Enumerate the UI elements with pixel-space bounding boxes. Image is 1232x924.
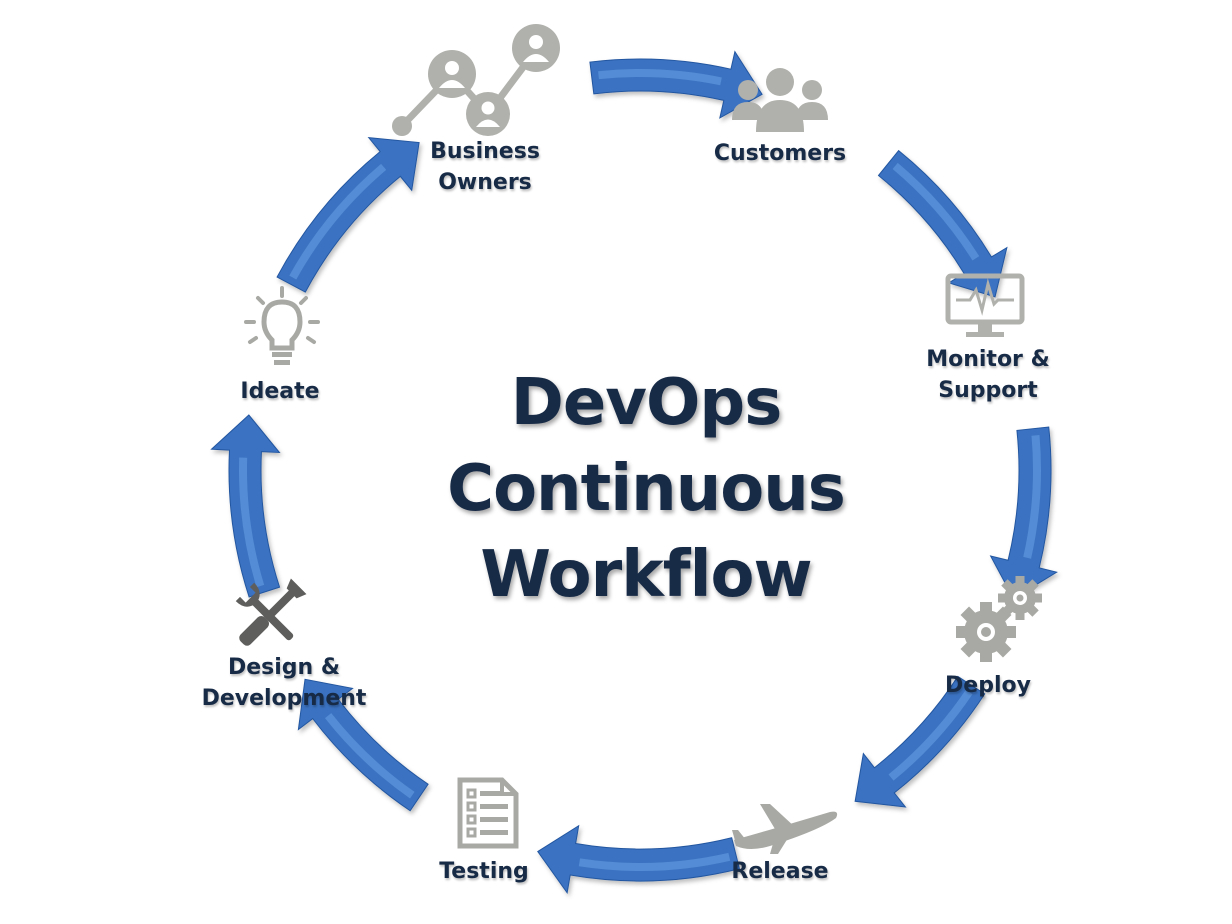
node-business-owners-line-1: Business <box>430 139 540 164</box>
arrow-monitor-to-deploy <box>989 426 1058 600</box>
node-design-development-line-2: Development <box>201 686 367 711</box>
arrow-customers-to-monitor <box>877 149 1008 298</box>
arrow-release-to-testing <box>537 824 741 895</box>
people-group-icon <box>730 64 830 134</box>
node-release-line-1: Release <box>731 859 829 884</box>
node-monitor-support: Monitor & Support <box>908 344 1068 406</box>
node-deploy-line-1: Deploy <box>945 673 1031 698</box>
title-line-2: Continuous <box>447 452 846 526</box>
node-deploy: Deploy <box>918 670 1058 701</box>
monitor-heartbeat-icon <box>945 273 1025 340</box>
node-design-development: Design & Development <box>192 652 376 714</box>
node-business-owners: Business Owners <box>400 136 570 198</box>
arrow-ideate-to-owners-highlight <box>289 163 387 280</box>
arrow-customers-to-monitor-highlight <box>892 162 980 261</box>
network-people-icon <box>388 22 563 140</box>
node-ideate: Ideate <box>210 376 350 407</box>
diagram-title: DevOps Continuous Workflow <box>396 360 896 618</box>
gears-icon <box>956 574 1046 664</box>
arrow-ideate-to-owners <box>276 137 420 293</box>
airplane-icon <box>730 800 840 856</box>
arrow-owners-to-customers-highlight <box>598 69 722 86</box>
arrow-deploy-to-release-highlight <box>888 689 973 781</box>
arrow-testing-to-design-highlight <box>324 713 415 799</box>
title-line-3: Workflow <box>480 538 812 612</box>
arrow-design-to-ideate-highlight <box>239 457 265 588</box>
node-business-owners-line-2: Owners <box>438 170 532 195</box>
node-monitor-support-line-2: Support <box>938 378 1038 403</box>
checklist-icon <box>456 776 520 850</box>
title-line-1: DevOps <box>510 366 783 440</box>
node-release: Release <box>710 856 850 887</box>
tools-icon <box>232 578 307 652</box>
arrow-monitor-to-deploy-highlight <box>1023 435 1041 559</box>
node-customers: Customers <box>700 138 860 169</box>
node-testing: Testing <box>414 856 554 887</box>
node-design-development-line-1: Design & <box>227 655 341 680</box>
node-ideate-line-1: Ideate <box>240 379 320 404</box>
node-testing-line-1: Testing <box>439 859 529 884</box>
node-customers-line-1: Customers <box>713 141 847 166</box>
node-monitor-support-line-1: Monitor & <box>926 347 1050 372</box>
arrow-release-to-testing-highlight <box>578 852 731 871</box>
lightbulb-icon <box>244 286 320 370</box>
